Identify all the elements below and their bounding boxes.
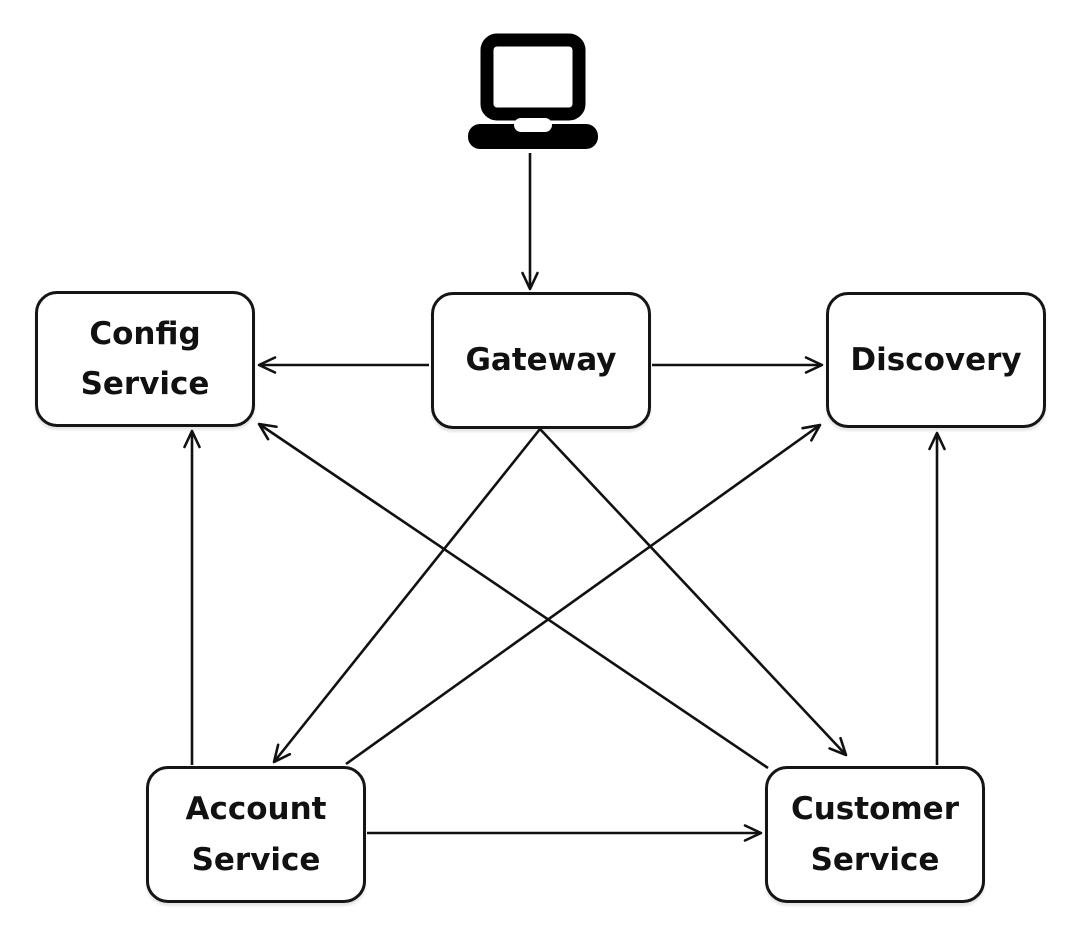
node-account-service-label: Account Service: [185, 791, 327, 878]
arrow-gateway-to-account-service: [272, 428, 542, 764]
arrow-gateway-to-customer-service: [539, 428, 848, 757]
node-config-service: Config Service: [35, 291, 255, 427]
arrow-customer-service-to-config-service: [257, 422, 769, 770]
node-customer-service-label: Customer Service: [790, 791, 959, 878]
node-gateway-label: Gateway: [465, 342, 617, 379]
laptop-icon: [468, 33, 598, 149]
node-discovery: Discovery: [826, 292, 1046, 428]
node-config-service-label: Config Service: [80, 315, 210, 402]
node-customer-service: Customer Service: [765, 766, 985, 903]
arrow-account-service-to-discovery: [345, 423, 822, 766]
node-discovery-label: Discovery: [850, 341, 1022, 378]
node-account-service: Account Service: [146, 766, 366, 903]
node-gateway: Gateway: [431, 292, 651, 429]
